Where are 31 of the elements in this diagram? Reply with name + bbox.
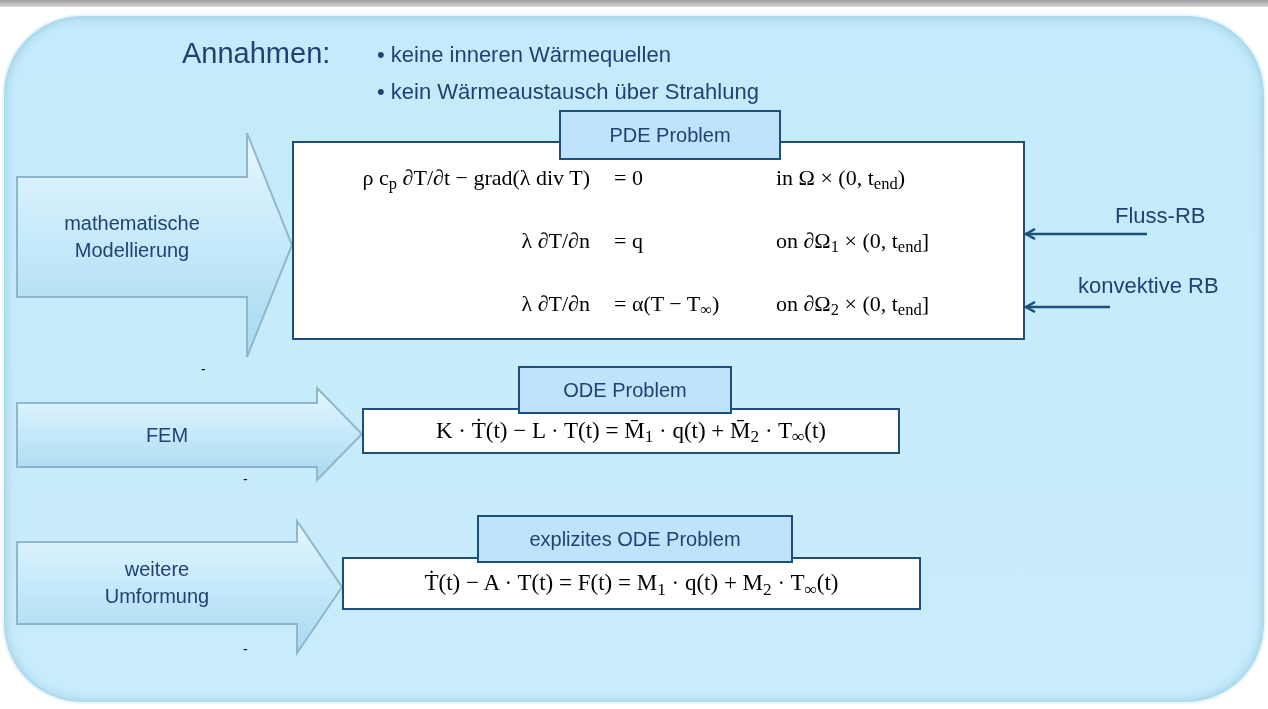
equation-term: on ∂Ω$_{2}$ × (0, t$_{end}$] bbox=[776, 290, 930, 320]
block-arrow bbox=[16, 517, 344, 657]
edge-label: weitere Umformung bbox=[103, 557, 211, 609]
equation-term: λ ∂T/∂n bbox=[520, 290, 591, 318]
equation-term: = 0 bbox=[613, 164, 644, 192]
arrow bbox=[1024, 227, 1147, 241]
arrow bbox=[1024, 300, 1110, 314]
bullet-item: • keine inneren Wärmequellen bbox=[377, 41, 671, 69]
equation-term: = q bbox=[613, 227, 644, 255]
equation-term: ρ c$_{p}$ ∂T/∂t − grad(λ div T) bbox=[361, 164, 591, 194]
boundary-label: Fluss-RB bbox=[1115, 205, 1206, 227]
equation: Ṫ(t) − A · T(t) = F(t) = M$_{1}$ · q(t) + M$_{2}$ · T$_{∞}$(t) bbox=[424, 569, 839, 601]
edge-label: mathematische Modellierung bbox=[63, 211, 201, 263]
boundary-label: konvektive RB bbox=[1078, 275, 1219, 297]
bullet-item: • kein Wärmeaustausch über Strahlung bbox=[377, 78, 759, 106]
equation-term: in Ω × (0, t$_{end}$) bbox=[776, 164, 906, 194]
dash-mark: - bbox=[243, 642, 248, 656]
panel-background bbox=[2, 14, 1266, 704]
equation-term: λ ∂T/∂n bbox=[520, 227, 591, 255]
edge-label: FEM bbox=[145, 422, 189, 448]
equation: K · Ṫ(t) − L · T(t) = M̄$_{1}$ · q(t) + M̄$_{2}$ · T$_{∞}$(t) bbox=[436, 416, 826, 449]
equation-term: on ∂Ω$_{1}$ × (0, t$_{end}$] bbox=[776, 227, 930, 257]
dash-mark: - bbox=[243, 472, 248, 486]
equation-term: = α(T − T$_{∞}$) bbox=[613, 290, 721, 320]
dash-mark: - bbox=[201, 362, 206, 376]
title-tab: explizites ODE Problem bbox=[477, 515, 793, 563]
title-tab: ODE Problem bbox=[518, 366, 732, 414]
heading: Annahmen: bbox=[182, 36, 331, 71]
title-tab: PDE Problem bbox=[559, 110, 781, 160]
block-arrow bbox=[16, 385, 364, 483]
block-arrow bbox=[16, 132, 294, 358]
